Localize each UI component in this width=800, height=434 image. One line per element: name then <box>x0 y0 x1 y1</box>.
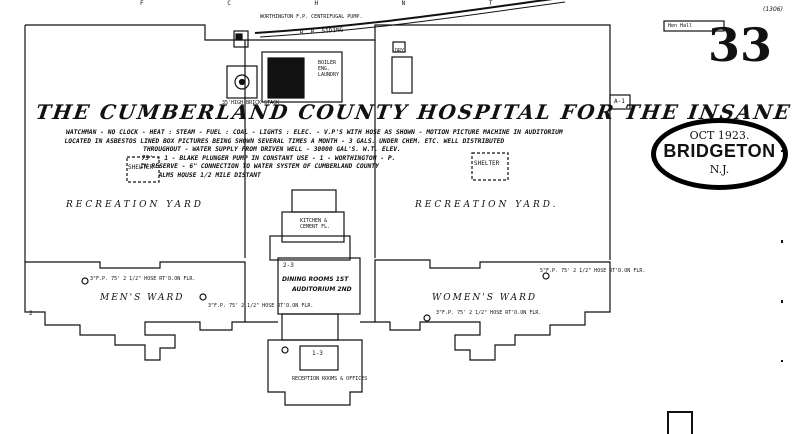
hose-note-4: 3"F.P. 75' 2 1/2" HOSE RT'D.ON FLR. <box>436 310 542 316</box>
recreation-yard-left: RECREATION YARD <box>66 200 204 210</box>
note-line-3: THROUGHOUT - WATER SUPPLY FROM DRIVEN WE… <box>142 146 402 154</box>
mens-ward-outline <box>24 261 246 361</box>
reception-story: 1-3 <box>312 350 323 357</box>
reception-building <box>267 339 363 406</box>
hydrant-3 <box>542 272 550 280</box>
mens-ward-label: MEN'S WARD <box>100 293 185 303</box>
note-line-6: ALMS HOUSE 1/2 MILE DISTANT <box>157 171 262 179</box>
date-stamp: OCT 1923. BRIDGETON N.J. <box>651 118 788 190</box>
shelter-right <box>471 152 509 181</box>
stack-note: 35'HIGH BRICK STACK <box>222 100 280 106</box>
connector-block <box>281 313 339 341</box>
kitchen-lower <box>269 235 351 261</box>
hydrant-2 <box>199 293 207 301</box>
street-label-box <box>663 20 725 32</box>
kitchen-top <box>291 189 337 213</box>
boiler-label: BOILER ENG. LAUNDRY <box>318 60 340 78</box>
rail-siding-line-2 <box>259 1 566 38</box>
hydrant-1 <box>81 277 89 285</box>
note-line-2: LOCATED IN ASBESTOS LINED BOX PICTURES B… <box>63 137 505 145</box>
sheet-number: 33 <box>708 18 773 72</box>
small-shed <box>392 41 406 53</box>
dining-label: DINING ROOMS 1ST <box>282 276 349 283</box>
hose-note-2: 3"F.P. 75' 2 1/2" HOSE RT'D.ON FLR. <box>208 303 314 309</box>
note-line-1: WATCHMAN - NO CLOCK - HEAT : STEAM - FUE… <box>65 129 564 136</box>
shelter-left <box>126 156 160 183</box>
hydrant-5 <box>281 346 289 354</box>
road-label: F C H N T <box>140 0 533 7</box>
womens-ward-outline <box>374 259 611 361</box>
stamp-state: N.J. <box>709 163 730 176</box>
hydrant-4 <box>423 314 431 322</box>
worthington-note: WORTHINGTON F.P. CENTRIFUGAL PUMP. <box>260 14 363 20</box>
reception-label: RECEPTION ROOMS & OFFICES <box>292 376 368 382</box>
stack-circle <box>234 74 250 90</box>
center-story: 2-3 <box>283 262 294 269</box>
map-title: THE CUMBERLAND COUNTY HOSPITAL FOR THE I… <box>34 100 794 124</box>
boiler-house <box>261 51 343 103</box>
hose-note-1: 3"F.P. 75' 2 1/2" HOSE RT'D.ON FLR. <box>90 276 196 282</box>
sheet-code: (1306) <box>763 6 783 13</box>
auditorium-label: AUDITORIUM 2ND <box>292 286 352 293</box>
pump-house <box>233 30 249 48</box>
stamp-date: OCT 1923. <box>689 129 750 142</box>
carpenter-shop <box>391 56 413 94</box>
dryer-note: DRY. <box>395 48 408 54</box>
mens-ward-story: 2 <box>29 310 33 317</box>
stamp-city: BRIDGETON <box>663 141 776 161</box>
rail-siding-line <box>254 0 553 34</box>
notes-block: WATCHMAN - NO CLOCK - HEAT : STEAM - FUE… <box>57 129 563 181</box>
womens-ward-label: WOMEN'S WARD <box>432 293 538 303</box>
corner-building <box>667 411 693 434</box>
side-box-label: A-1 <box>614 98 625 105</box>
kitchen-main <box>281 211 345 243</box>
stack-house <box>226 65 258 99</box>
recreation-yard-right: RECREATION YARD. <box>415 200 559 210</box>
shelter-left-label: SHELTER <box>128 164 154 171</box>
side-box <box>609 94 631 110</box>
boiler-fill <box>267 57 305 99</box>
reception-inner <box>299 345 339 371</box>
shelter-right-label: SHELTER <box>474 160 500 167</box>
hose-note-3: 5"F.P. 75' 2 1/2" HOSE RT'D.ON FLR. <box>540 268 646 274</box>
kitchen-label: KITCHEN & CEMENT FL. <box>300 218 331 230</box>
street-fragment: Hen Hall <box>668 23 693 29</box>
